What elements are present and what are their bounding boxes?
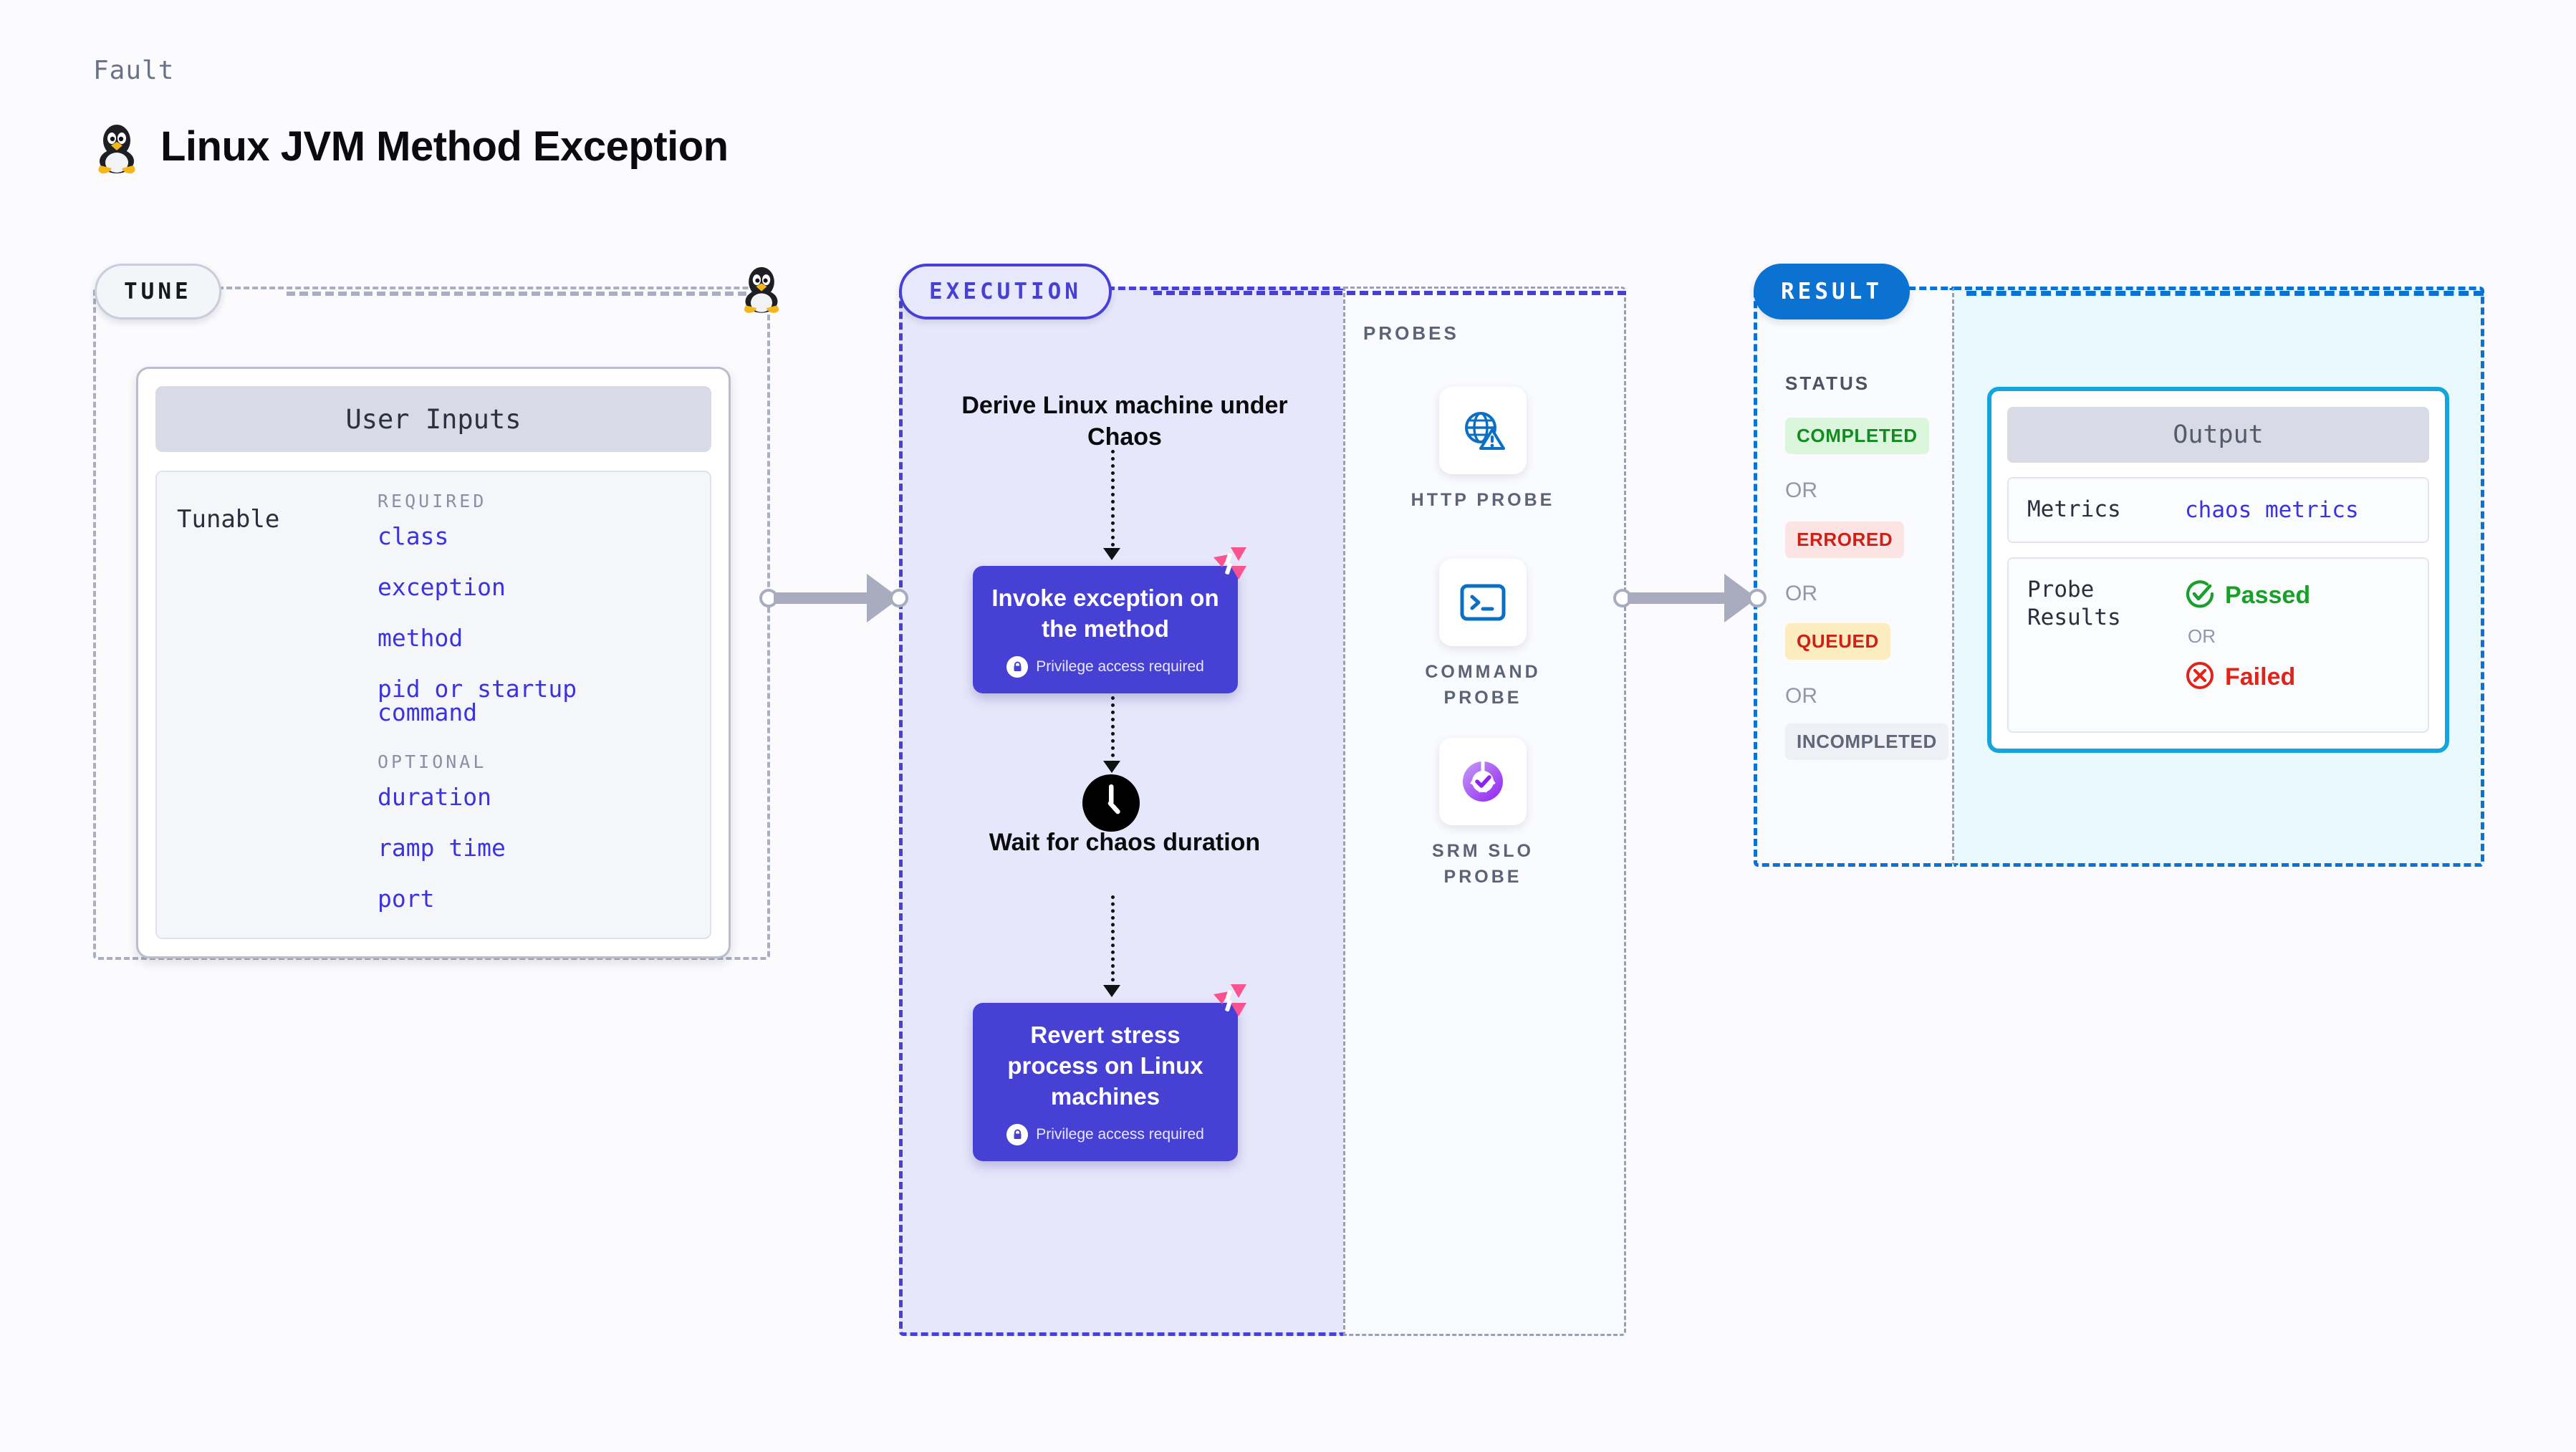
- probe-item-http[interactable]: HTTP PROBE: [1397, 387, 1569, 513]
- stage-pill-result[interactable]: RESULT: [1754, 264, 1910, 319]
- privilege-note: Privilege access required: [986, 655, 1225, 678]
- check-circle-icon: [2185, 579, 2215, 612]
- result-status-panel: [1754, 287, 1954, 867]
- linux-tux-icon: [93, 118, 140, 174]
- globe-warning-icon: [1439, 387, 1527, 474]
- probe-label: SRM SLO PROBE: [1432, 841, 1534, 888]
- status-or-2: OR: [1785, 582, 1817, 605]
- linux-tux-icon: [739, 260, 784, 314]
- status-badge-errored: ERRORED: [1785, 521, 1905, 558]
- execution-node-invoke-exception[interactable]: Invoke exception on the method Privilege…: [973, 547, 1246, 693]
- page-title: Linux JVM Method Exception: [160, 122, 729, 170]
- tunable-item-duration[interactable]: duration: [378, 783, 491, 811]
- privilege-note-text: Privilege access required: [1036, 1125, 1204, 1143]
- status-or-3: OR: [1785, 684, 1817, 708]
- tunable-list: REQUIRED class exception method pid or s…: [378, 491, 690, 915]
- probe-results-row: Probe Results Passed OR: [2007, 557, 2429, 733]
- privilege-note-text: Privilege access required: [1036, 658, 1204, 675]
- lock-icon: [1006, 655, 1029, 678]
- flow-arrow-1: [1103, 548, 1120, 560]
- terminal-icon: [1439, 559, 1527, 646]
- probes-title: PROBES: [1363, 322, 1459, 344]
- probe-result-passed: Passed: [2185, 579, 2310, 612]
- lock-icon: [1006, 1123, 1029, 1145]
- tunable-item-pid[interactable]: pid or startup command: [378, 675, 577, 726]
- execution-node-title: Invoke exception on the method: [991, 585, 1219, 642]
- stage-pill-tune[interactable]: TUNE: [95, 264, 221, 319]
- harness-logo-icon: [1209, 544, 1249, 588]
- flow-line-3: [1111, 895, 1115, 989]
- metrics-row: Metrics chaos metrics: [2007, 477, 2429, 543]
- execution-step-wait: Wait for chaos duration: [989, 829, 1261, 856]
- execution-top-connector: [1153, 291, 1626, 295]
- metrics-label: Metrics: [2027, 496, 2121, 522]
- metrics-link[interactable]: chaos metrics: [2185, 496, 2359, 523]
- result-top-connector: [1966, 291, 2484, 296]
- flow-arrow-3: [1103, 985, 1120, 997]
- tunable-item-ramp-time[interactable]: ramp time: [378, 834, 506, 862]
- status-badge-queued: QUEUED: [1785, 623, 1890, 660]
- status-title: STATUS: [1785, 372, 1870, 394]
- optional-group-header: OPTIONAL: [378, 751, 487, 772]
- status-badge-completed: COMPLETED: [1785, 418, 1929, 454]
- probe-results-or: OR: [2188, 625, 2216, 647]
- probe-results-values: Passed OR Failed: [2185, 576, 2310, 694]
- required-group-header: REQUIRED: [378, 491, 487, 511]
- probe-results-label: Probe Results: [2027, 576, 2121, 631]
- execution-step-derive: Derive Linux machine under Chaos: [961, 392, 1288, 451]
- x-circle-icon: [2185, 660, 2215, 694]
- tunable-item-method[interactable]: method: [378, 624, 463, 652]
- output-title: Output: [2007, 407, 2429, 463]
- probe-result-failed: Failed: [2185, 660, 2310, 694]
- tunable-item-port[interactable]: port: [378, 885, 435, 913]
- tune-top-connector: [287, 292, 759, 296]
- tunable-item-class[interactable]: class: [378, 522, 449, 550]
- user-inputs-card: User Inputs Tunable REQUIRED class excep…: [136, 367, 731, 958]
- stage-pill-execution[interactable]: EXECUTION: [899, 264, 1112, 319]
- user-inputs-title: User Inputs: [155, 386, 711, 452]
- execution-node-title: Revert stress process on Linux machines: [1007, 1021, 1203, 1110]
- flow-arrow-2: [1103, 761, 1120, 773]
- flow-line-1: [1111, 450, 1115, 554]
- probe-label: COMMAND PROBE: [1425, 662, 1541, 708]
- status-badge-incompleted: INCOMPLETED: [1785, 723, 1948, 760]
- probe-label: HTTP PROBE: [1410, 490, 1555, 510]
- probe-item-command[interactable]: COMMAND PROBE: [1397, 559, 1569, 711]
- harness-logo-icon: [1209, 981, 1249, 1025]
- tunable-box: Tunable REQUIRED class exception method …: [155, 471, 711, 939]
- output-card: Output Metrics chaos metrics Probe Resul…: [1987, 387, 2449, 753]
- tunable-label: Tunable: [177, 505, 280, 534]
- privilege-note: Privilege access required: [986, 1123, 1225, 1145]
- tune-panel: [93, 287, 770, 960]
- flow-line-2: [1111, 675, 1115, 764]
- srm-slo-icon: [1439, 738, 1527, 825]
- status-or-1: OR: [1785, 479, 1817, 502]
- failed-label: Failed: [2225, 663, 2296, 691]
- fault-kicker: Fault: [93, 56, 175, 85]
- clock-icon: [1080, 772, 1142, 834]
- probe-item-srm-slo[interactable]: SRM SLO PROBE: [1397, 738, 1569, 890]
- execution-node-revert-stress[interactable]: Revert stress process on Linux machines …: [973, 984, 1246, 1161]
- passed-label: Passed: [2225, 581, 2311, 609]
- tunable-item-exception[interactable]: exception: [378, 573, 506, 601]
- fault-title-row: Linux JVM Method Exception: [93, 118, 729, 174]
